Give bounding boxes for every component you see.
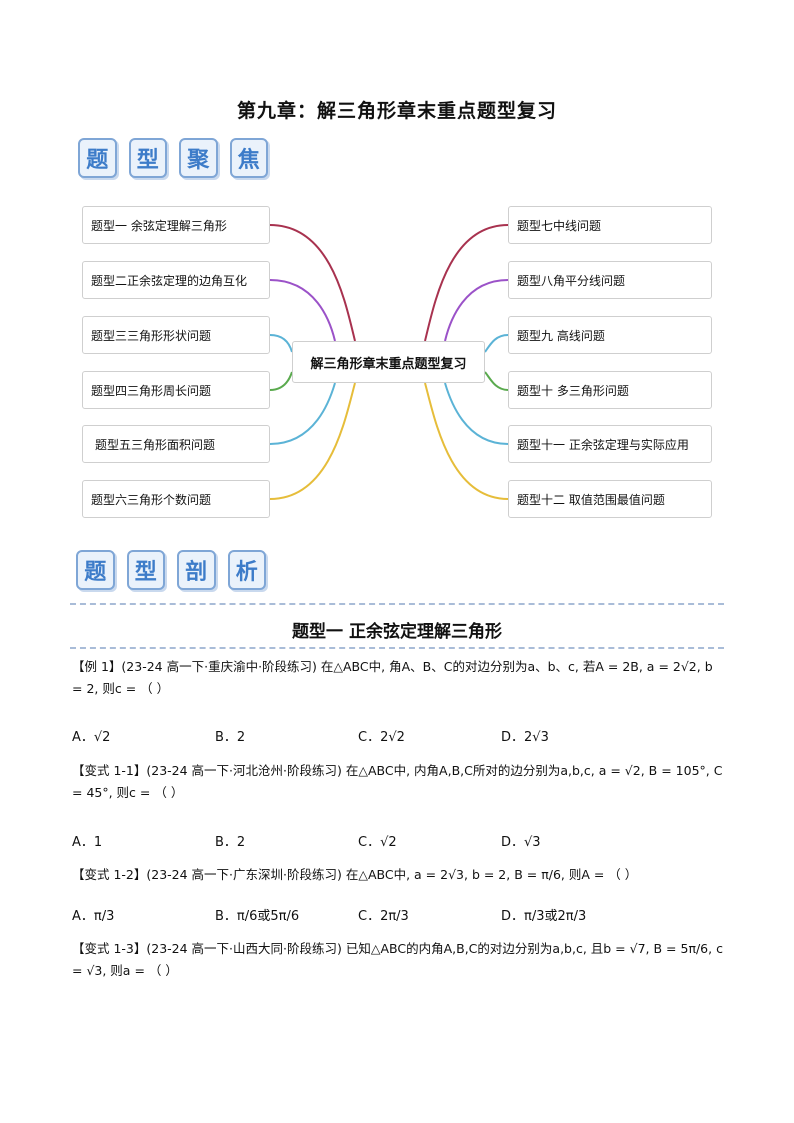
option-d: D．π/3或2π/3 (501, 909, 587, 924)
question-text: 【例 1】(23-24 高一下·重庆渝中·阶段练习) 在△ABC中, 角A、B、… (72, 659, 713, 696)
section-banner-topics: 题 型 聚 焦 (78, 138, 268, 182)
mindmap-connectors (269, 224, 509, 500)
option-d: D．2√3 (501, 730, 549, 745)
mindmap-center-node: 解三角形章末重点题型复习 (292, 341, 485, 383)
options-row: A．1 B．2 C．√2 D．√3 (72, 831, 644, 850)
banner-char: 聚 (179, 138, 218, 178)
mindmap-node-right: 题型九 高线问题 (508, 316, 712, 354)
mindmap-node-right: 题型十二 取值范围最值问题 (508, 480, 712, 518)
mindmap-node-left: 题型三三角形形状问题 (82, 316, 270, 354)
section-title: 题型一 正余弦定理解三角形 (292, 622, 502, 642)
banner-char: 剖 (177, 550, 216, 590)
option-c: C．2√2 (358, 730, 405, 745)
options-row: A．π/3 B．π/6或5π/6 C．2π/3 D．π/3或2π/3 (72, 905, 644, 924)
option-a: A．π/3 (72, 909, 115, 924)
dashed-divider (70, 647, 724, 649)
question-text: 【变式 1-3】(23-24 高一下·山西大同·阶段练习) 已知△ABC的内角A… (72, 941, 723, 978)
option-c: C．2π/3 (358, 909, 409, 924)
question-text: 【变式 1-1】(23-24 高一下·河北沧州·阶段练习) 在△ABC中, 内角… (72, 763, 723, 800)
banner-char: 型 (126, 550, 165, 590)
dashed-divider (70, 603, 724, 605)
banner-char: 题 (76, 550, 115, 590)
option-b: B．π/6或5π/6 (215, 909, 300, 924)
banner-char: 焦 (229, 138, 268, 178)
mindmap-node-left: 题型六三角形个数问题 (82, 480, 270, 518)
page-title: 第九章：解三角形章末重点题型复习 (236, 100, 557, 122)
option-b: B．2 (215, 730, 246, 745)
option-d: D．√3 (501, 835, 541, 850)
option-b: B．2 (215, 835, 246, 850)
option-a: A．1 (72, 835, 103, 850)
banner-char: 析 (227, 550, 266, 590)
mindmap-node-left: 题型一 余弦定理解三角形 (82, 206, 270, 244)
options-row: A．√2 B．2 C．2√2 D．2√3 (72, 726, 644, 745)
mindmap-node-right: 题型十一 正余弦定理与实际应用 (508, 425, 712, 463)
mindmap-node-left: 题型二正余弦定理的边角互化 (82, 261, 270, 299)
mindmap-node-left: 题型四三角形周长问题 (82, 371, 270, 409)
mindmap-node-right: 题型八角平分线问题 (508, 261, 712, 299)
banner-char: 型 (128, 138, 167, 178)
banner-char: 题 (78, 138, 117, 178)
option-a: A．√2 (72, 730, 111, 745)
option-c: C．√2 (358, 835, 397, 850)
mindmap-node-right: 题型七中线问题 (508, 206, 712, 244)
mindmap-node-left: 题型五三角形面积问题 (82, 425, 270, 463)
section-banner-analysis: 题 型 剖 析 (76, 550, 266, 594)
question-text: 【变式 1-2】(23-24 高一下·广东深圳·阶段练习) 在△ABC中, a … (72, 867, 638, 882)
mindmap-node-right: 题型十 多三角形问题 (508, 371, 712, 409)
